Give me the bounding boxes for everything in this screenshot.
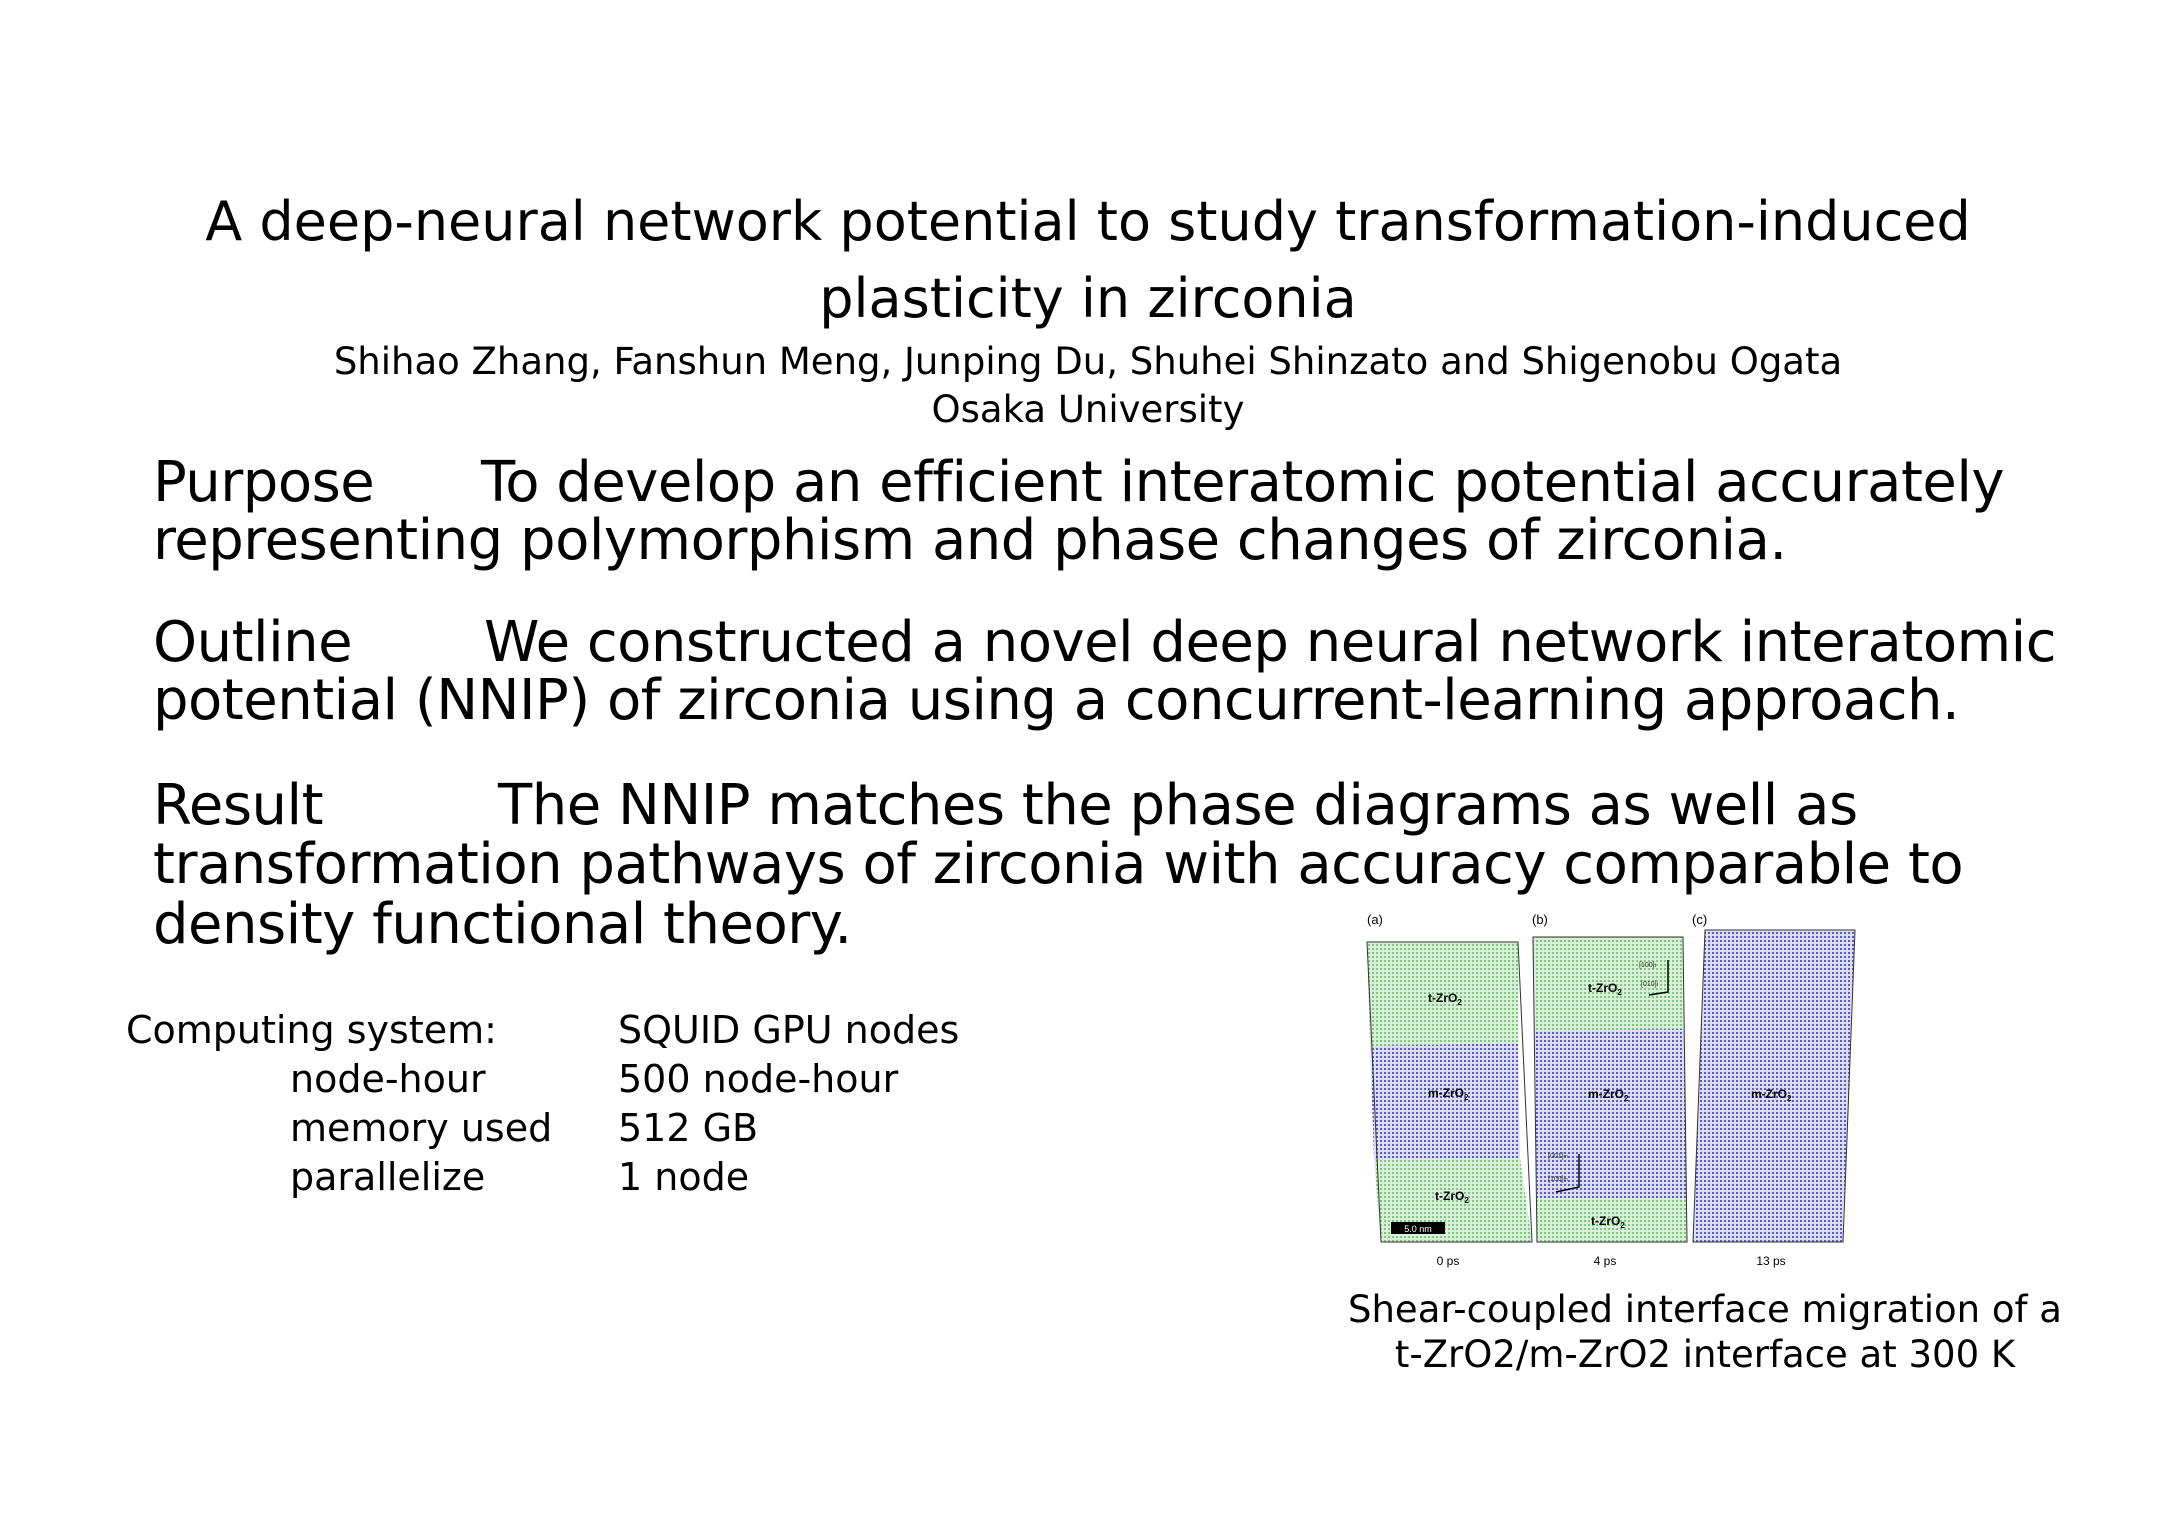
purpose-text-2: representing polymorphism and phase chan…	[153, 508, 1787, 573]
node-hour-label: node-hour	[290, 1057, 486, 1101]
label-t-zro2-b2: t-ZrO2	[1591, 1214, 1625, 1230]
result-text-1: The NNIP matches the phase diagrams as w…	[498, 773, 1858, 838]
title-line-1: A deep-neural network potential to study…	[205, 190, 1971, 253]
label-m-zro2-c: m-ZrO2	[1751, 1087, 1792, 1103]
time-a: 0 ps	[1437, 1254, 1460, 1268]
outline-text-1: We constructed a novel deep neural netwo…	[484, 610, 2056, 675]
panel-a-tag: (a)	[1367, 912, 1383, 927]
svg-text:[100]t: [100]t	[1639, 962, 1657, 969]
label-t-zro2-a1: t-ZrO2	[1428, 991, 1462, 1007]
outline-text-2: potential (NNIP) of zirconia using a con…	[153, 668, 1960, 733]
result-text-2: transformation pathways of zirconia with…	[153, 832, 1964, 897]
axes-t-indicator: [100]t [010]t	[1639, 960, 1669, 996]
figure-caption-line-1: Shear-coupled interface migration of a	[1348, 1288, 2062, 1331]
scale-bar-label: 5.0 nm	[1404, 1224, 1432, 1234]
interface-migration-figure: (a) t-ZrO2 m-ZrO2 t-ZrO2 5.0 nm 0 ps (b)…	[1366, 912, 1856, 1268]
purpose-text-1: To develop an efficient interatomic pote…	[481, 450, 2005, 515]
panel-c-tag: (c)	[1692, 912, 1707, 927]
computing-value: SQUID GPU nodes	[618, 1008, 960, 1052]
purpose-label: Purpose	[153, 450, 375, 515]
time-c: 13 ps	[1756, 1254, 1785, 1268]
svg-text:[100]m: [100]m	[1548, 1176, 1568, 1183]
scale-bar	[1391, 1222, 1445, 1234]
result-text-3: density functional theory.	[153, 892, 852, 957]
svg-text:[001]m: [001]m	[1548, 1153, 1568, 1160]
affiliation: Osaka University	[931, 388, 1245, 431]
label-m-zro2-b: m-ZrO2	[1588, 1087, 1629, 1103]
label-m-zro2-a: m-ZrO2	[1428, 1086, 1469, 1102]
axes-m-indicator: [001]m [100]m	[1548, 1153, 1580, 1193]
label-t-zro2-a2: t-ZrO2	[1435, 1189, 1469, 1205]
outline-label: Outline	[153, 610, 353, 675]
panel-b-tag: (b)	[1532, 912, 1548, 927]
time-b: 4 ps	[1594, 1254, 1617, 1268]
authors: Shihao Zhang, Fanshun Meng, Junping Du, …	[333, 340, 1843, 383]
memory-label: memory used	[290, 1106, 553, 1150]
figure-caption-line-2: t-ZrO2/m-ZrO2 interface at 300 K	[1394, 1333, 2016, 1376]
result-label: Result	[153, 773, 324, 838]
parallelize-label: parallelize	[290, 1155, 486, 1199]
panel-a: (a) t-ZrO2 m-ZrO2 t-ZrO2 5.0 nm 0 ps	[1366, 912, 1533, 1268]
title-line-2: plasticity in zirconia	[819, 267, 1357, 330]
computing-label: Computing system:	[126, 1008, 497, 1052]
label-t-zro2-b1: t-ZrO2	[1588, 981, 1622, 997]
panel-b: (b) t-ZrO2 m-ZrO2 t-ZrO2 [100]t [010]t […	[1532, 912, 1688, 1268]
memory-value: 512 GB	[618, 1106, 759, 1150]
node-hour-value: 500 node-hour	[618, 1057, 899, 1101]
parallelize-value: 1 node	[618, 1155, 750, 1199]
svg-text:[010]t: [010]t	[1641, 981, 1659, 988]
panel-c: (c) m-ZrO2 13 ps	[1692, 912, 1856, 1268]
